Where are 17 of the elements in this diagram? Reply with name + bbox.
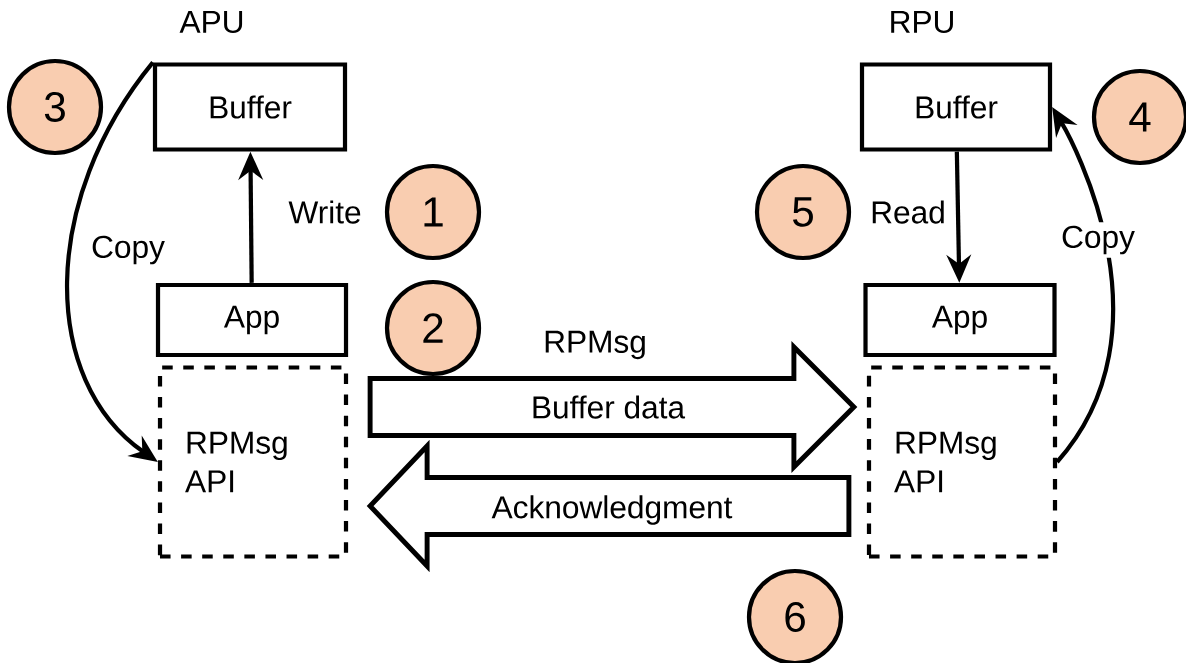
label: RPMsg	[545, 330, 645, 360]
edge-label: Copy	[1057, 222, 1139, 258]
label: APU	[179, 10, 243, 34]
block-arrow	[367, 341, 858, 473]
edge-label: Buffer data	[533, 395, 686, 419]
edge-label: Copy	[87, 232, 169, 268]
edge-label: Read	[866, 196, 950, 228]
process-box: Buffer	[859, 62, 1053, 152]
block-arrow	[366, 439, 852, 573]
process-box: Buffer	[152, 62, 348, 152]
api-box: RPMsg API	[866, 365, 1058, 559]
label: RPU	[891, 10, 953, 34]
process-box: App	[863, 282, 1057, 358]
edge-label: Write	[284, 196, 366, 228]
api-box: RPMsg API	[157, 365, 349, 559]
edge-label: Acknowledgment	[491, 495, 733, 525]
process-box: App	[155, 282, 349, 358]
